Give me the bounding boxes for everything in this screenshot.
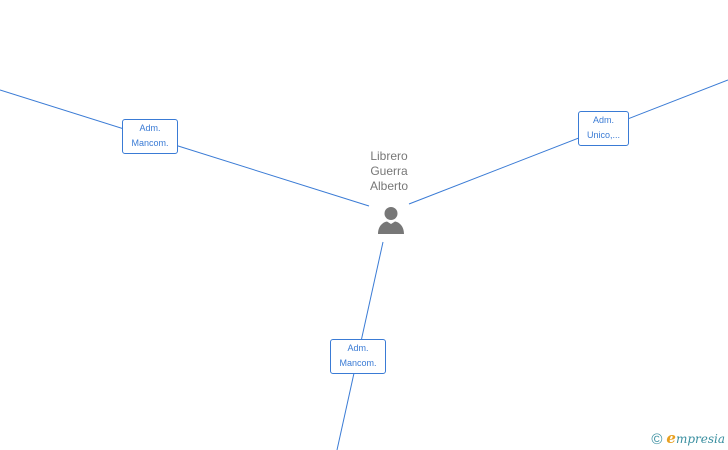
relation-label-left-line-2: Mancom. [131, 138, 169, 148]
relation-label-bottom-line-2: Mancom. [339, 358, 377, 368]
relation-label-right-line-1: Adm. [592, 115, 614, 125]
relation-label-right[interactable]: Adm. Unico,... [578, 111, 629, 146]
relation-label-bottom-line-1: Adm. [347, 343, 369, 353]
person-name-line-3: Alberto [369, 179, 409, 193]
edge-left [0, 89, 370, 207]
person-name-line-1: Librero [370, 149, 408, 163]
person-name-line-2: Guerra [370, 164, 408, 178]
brand-initial: e [666, 429, 676, 447]
footer-brand: © empresia [651, 431, 725, 447]
relation-label-right-line-2: Unico,... [586, 130, 620, 140]
copyright-icon: © [651, 430, 663, 448]
relation-label-left-line-1: Adm. [139, 123, 161, 133]
person-icon[interactable] [376, 205, 406, 240]
relation-label-left[interactable]: Adm. Mancom. [122, 119, 178, 154]
brand-name: mpresia [675, 432, 725, 446]
relation-label-bottom[interactable]: Adm. Mancom. [330, 339, 386, 374]
brand-logo[interactable]: empresia [666, 431, 725, 447]
edge-right [408, 79, 728, 205]
person-name[interactable]: Librero Guerra Alberto [354, 149, 424, 194]
